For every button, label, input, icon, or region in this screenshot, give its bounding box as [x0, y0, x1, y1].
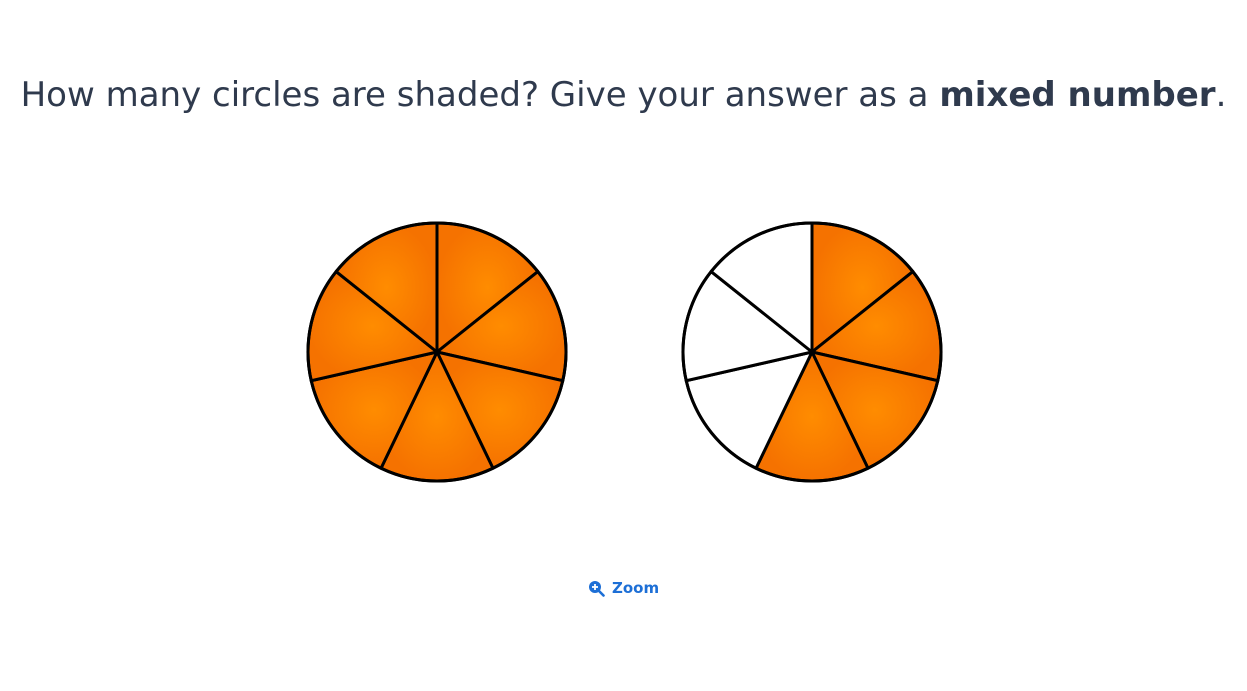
fraction-circle-whole	[306, 221, 568, 483]
fraction-circles-figure	[306, 221, 943, 483]
question-emphasis: mixed number	[939, 75, 1216, 115]
fraction-circle-partial	[681, 221, 943, 483]
zoom-button[interactable]: Zoom	[588, 578, 659, 598]
zoom-in-icon	[589, 580, 605, 597]
circle-outline	[681, 221, 943, 483]
question-prefix: How many circles are shaded? Give your a…	[20, 75, 940, 115]
circle-outline	[306, 221, 568, 483]
question-suffix: .	[1215, 75, 1227, 115]
zoom-label: Zoom	[612, 579, 660, 597]
question-text: How many circles are shaded? Give your a…	[0, 72, 1247, 118]
